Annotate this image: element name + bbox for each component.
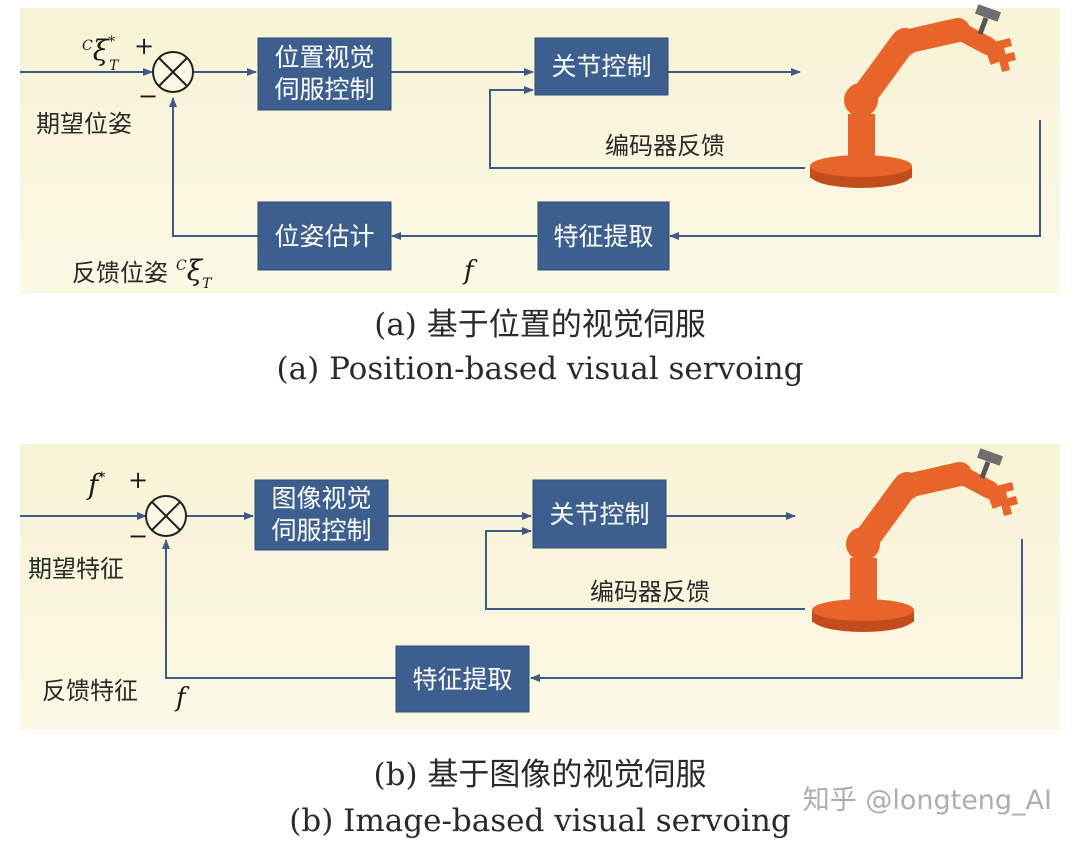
robot-arm-icon — [810, 4, 1016, 188]
feature-extraction-block-a: 特征提取 — [537, 201, 670, 271]
signal-lines-b — [20, 512, 1023, 682]
desired-pose-label: 期望位姿 — [36, 110, 132, 138]
signal-lines-a — [20, 68, 1041, 240]
block-label: 位姿估计 — [274, 222, 374, 251]
watermark-text: 知乎 @longteng_AI — [802, 785, 1052, 816]
encoder-feedback-label-b: 编码器反馈 — [590, 578, 710, 606]
caption-b-zh: (b) 基于图像的视觉伺服 — [373, 757, 707, 793]
panel-b-image-based: 图像视觉 伺服控制 关节控制 特征提取 f* + − 期望特征 编码器反馈 反馈… — [20, 444, 1060, 730]
plus-sign-a: + — [134, 32, 154, 60]
block-label: 关节控制 — [549, 500, 649, 529]
panel-a-position-based: 位置视觉 伺服控制 关节控制 位姿估计 特征提取 Cξ*T + − 期望位姿 编… — [20, 4, 1060, 293]
encoder-feedback-line-b — [485, 527, 805, 610]
feature-feedback-line-b — [162, 539, 396, 679]
feedback-pose-symbol: CξT — [176, 254, 213, 292]
pose-estimation-block: 位姿估计 — [257, 201, 392, 271]
camera-feedback-line-a — [669, 120, 1041, 240]
feature-signal-label-a: f — [462, 256, 478, 286]
plus-sign-b: + — [128, 466, 148, 494]
minus-sign-a: − — [138, 82, 158, 110]
encoder-feedback-label-a: 编码器反馈 — [605, 132, 725, 160]
desired-feature-symbol: f* — [86, 468, 105, 501]
summing-junction-a — [152, 51, 194, 93]
caption-a-zh: (a) 基于位置的视觉伺服 — [374, 307, 706, 343]
block-label-line2: 伺服控制 — [274, 75, 374, 104]
pose-feedback-line-a — [169, 97, 258, 237]
robot-arm-icon — [812, 448, 1018, 632]
diagram-b: 图像视觉 伺服控制 关节控制 特征提取 f* + − 期望特征 编码器反馈 反馈… — [20, 448, 1023, 713]
summing-junction-b — [145, 495, 187, 537]
desired-feature-label: 期望特征 — [28, 555, 124, 583]
feedback-pose-label: 反馈位姿 — [72, 259, 168, 287]
minus-sign-b: − — [128, 522, 148, 550]
camera-feedback-line-b — [530, 539, 1023, 682]
block-label: 关节控制 — [551, 52, 651, 81]
diagram-a: 位置视觉 伺服控制 关节控制 位姿估计 特征提取 Cξ*T + − 期望位姿 编… — [20, 4, 1041, 292]
block-label-line1: 图像视觉 — [271, 484, 371, 513]
feedback-feature-label: 反馈特征 — [42, 677, 138, 705]
block-label: 特征提取 — [412, 665, 512, 694]
block-label-line1: 位置视觉 — [274, 43, 374, 72]
caption-b-en: (b) Image-based visual servoing — [289, 803, 791, 839]
image-servo-controller-block: 图像视觉 伺服控制 — [254, 479, 389, 551]
joint-control-block-b: 关节控制 — [532, 479, 667, 549]
feature-extraction-block-b: 特征提取 — [395, 645, 530, 713]
position-servo-controller-block: 位置视觉 伺服控制 — [257, 37, 392, 111]
block-label-line2: 伺服控制 — [271, 516, 371, 545]
feature-signal-label-b: f — [174, 683, 190, 713]
joint-control-block-a: 关节控制 — [534, 37, 669, 96]
desired-pose-symbol: Cξ*T — [82, 34, 120, 74]
encoder-feedback-line-a — [489, 86, 805, 169]
block-label: 特征提取 — [553, 222, 653, 251]
caption-a-en: (a) Position-based visual servoing — [276, 351, 804, 387]
